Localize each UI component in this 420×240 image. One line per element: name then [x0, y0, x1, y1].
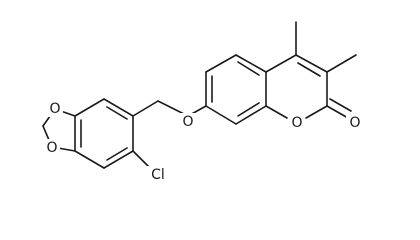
atom-o-carbonyl: O [349, 115, 360, 131]
atom-chlorine: Cl [151, 167, 165, 183]
mask-ring-o [288, 114, 305, 131]
mask-dioxole-o-bottom [43, 139, 60, 156]
mask-ether-o [179, 113, 196, 130]
bond-lines [42, 21, 357, 169]
atom-o-dioxole-bottom: O [46, 140, 57, 156]
mask-chlorine [146, 166, 168, 183]
atom-labels: O O O O O Cl [43, 100, 363, 183]
structure-diagram: O O O O O Cl [42, 21, 363, 183]
atom-o-ether: O [182, 114, 193, 130]
atom-o-dioxole-top: O [49, 101, 60, 117]
molecule-drawing: O O O O O Cl [42, 21, 363, 183]
mask-dioxole-o-top [46, 100, 63, 117]
mask-carbonyl-o [346, 114, 363, 131]
atom-o-ring: O [291, 115, 302, 131]
